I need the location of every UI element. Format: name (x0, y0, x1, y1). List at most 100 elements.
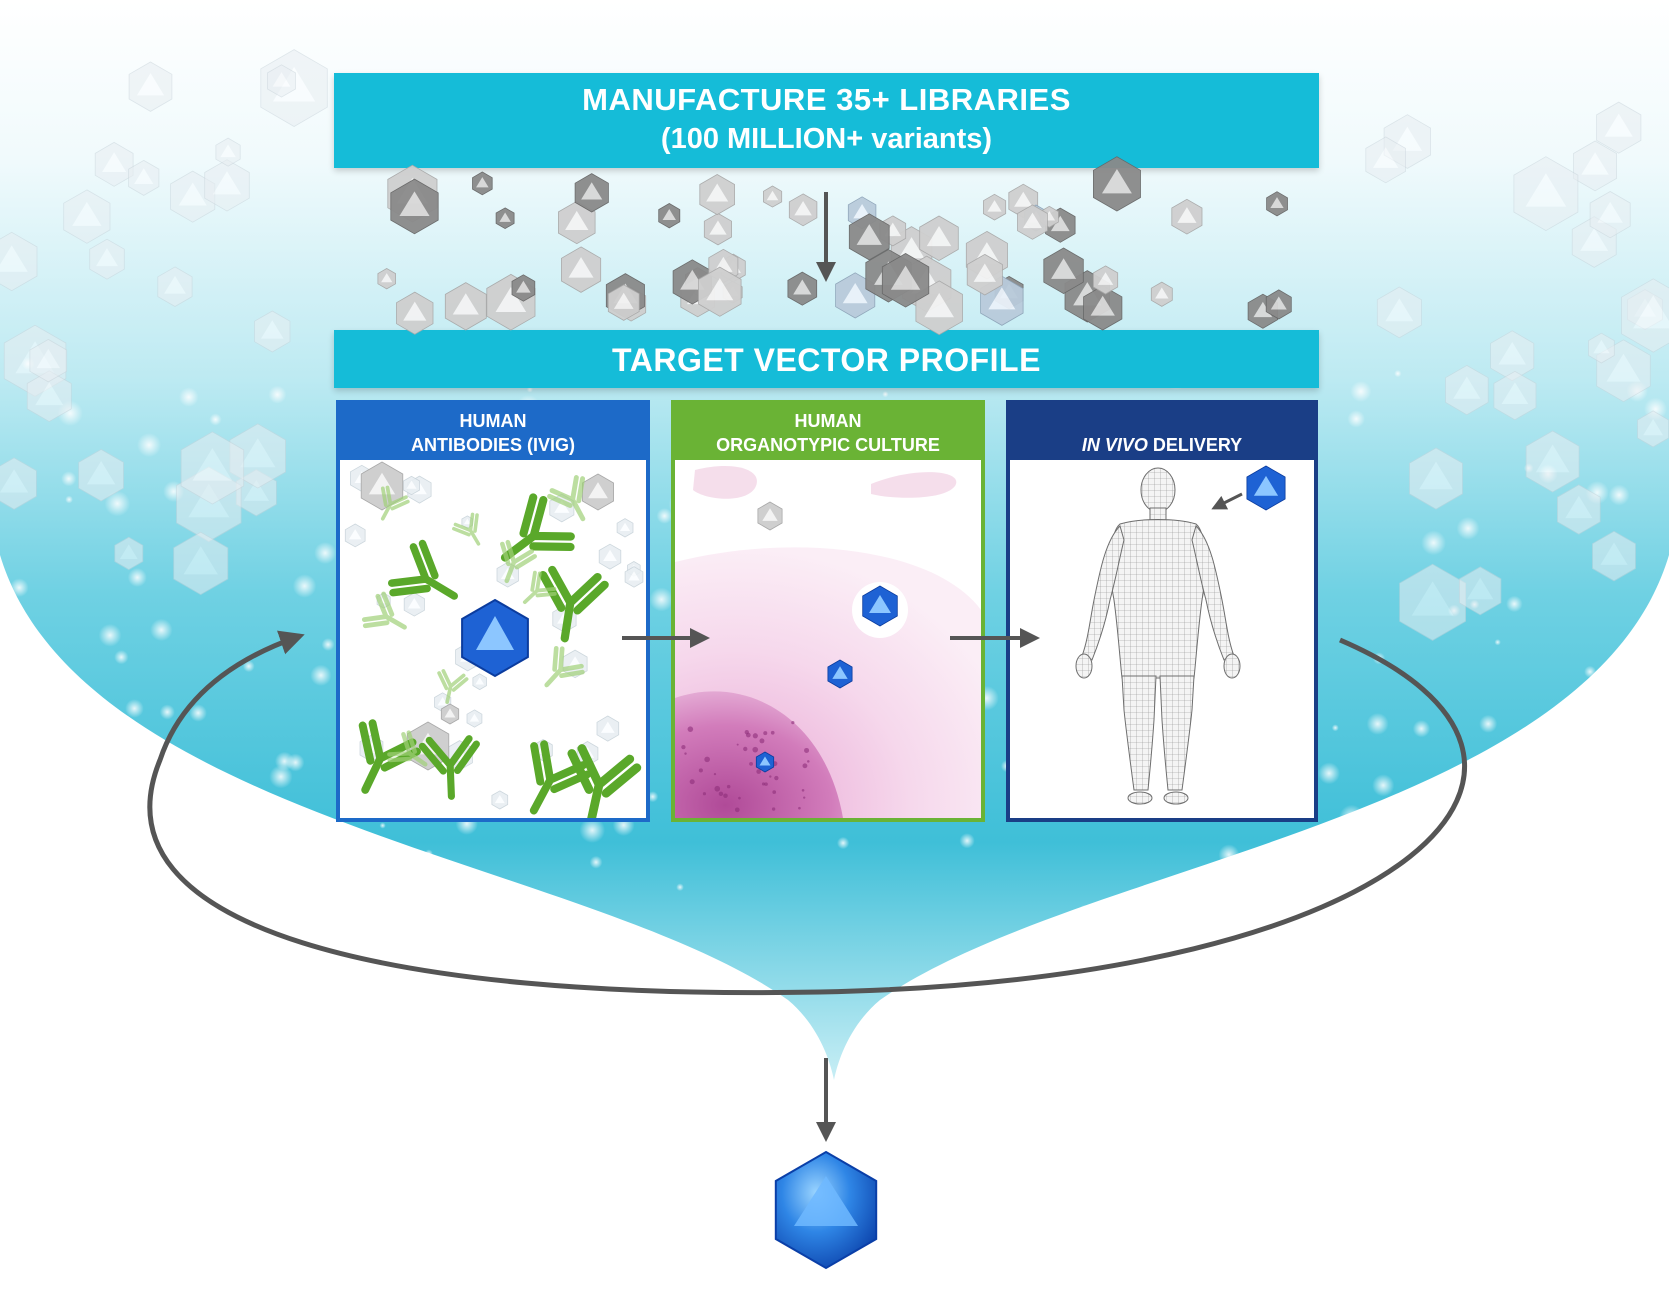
human-body-illustration (1075, 465, 1286, 805)
bokeh-speck (159, 704, 175, 720)
bokeh-speck (189, 704, 207, 722)
nucleus-dot (714, 785, 721, 792)
panel-invivo-header: IN VIVO DELIVERY (1010, 404, 1314, 460)
background-capsid (180, 431, 245, 505)
bokeh-speck (1548, 902, 1567, 921)
bokeh-speck (1479, 714, 1498, 733)
panel-ivig-title-line2: ANTIBODIES (IVIG) (410, 435, 575, 455)
bokeh-speck (125, 699, 144, 718)
nucleus-dot (702, 792, 707, 796)
background-capsid (1365, 136, 1406, 184)
bokeh-speck (98, 623, 122, 647)
panel-in-vivo-delivery: IN VIVO DELIVERY (1006, 400, 1318, 822)
bokeh-speck (509, 944, 526, 960)
background-capsid (128, 159, 160, 196)
bokeh-speck (1608, 484, 1630, 506)
bokeh-speck (433, 937, 452, 956)
ivig-small-capsid (596, 715, 620, 742)
bokeh-speck (44, 908, 68, 932)
nucleus-dot (771, 807, 776, 811)
background-capsid (1399, 563, 1466, 641)
nucleus-dot (749, 761, 753, 766)
bokeh-speck (150, 618, 173, 642)
bokeh-speck (208, 803, 224, 819)
bokeh-speck (512, 960, 521, 969)
bokeh-speck (1078, 904, 1091, 917)
ivig-small-capsid (466, 709, 483, 728)
panel-ivig-header: HUMAN ANTIBODIES (IVIG) (340, 404, 646, 460)
antibody-icon (522, 570, 557, 605)
ivig-small-capsid (472, 673, 487, 691)
bokeh-speck (304, 945, 324, 965)
bokeh-speck (379, 822, 386, 829)
nucleus-dot (752, 746, 759, 753)
background-capsid (1376, 286, 1422, 339)
target-vector-profile-banner: TARGET VECTOR PROFILE (334, 330, 1319, 388)
bokeh-speck (1421, 530, 1446, 556)
background-capsid (94, 141, 134, 187)
bokeh-speck (16, 648, 36, 668)
ivig-small-capsid (344, 523, 366, 548)
panel-organo-title-line1: HUMAN (794, 411, 862, 431)
in-vivo-italic: IN VIVO (1081, 435, 1148, 455)
nucleus-dot (718, 791, 724, 797)
nucleus-dot (744, 730, 749, 735)
panel-ivig-illustration (340, 460, 646, 818)
background-capsid (157, 266, 193, 307)
bokeh-speck (1366, 712, 1389, 735)
antibody-icon (539, 565, 609, 643)
bokeh-speck (53, 790, 64, 800)
nucleus-dot (738, 796, 741, 800)
background-capsid (29, 338, 68, 383)
bokeh-speck (656, 508, 673, 524)
bokeh-speck (280, 859, 297, 876)
nucleus-dot (736, 743, 739, 746)
ivig-small-capsid (403, 475, 420, 496)
panel-invivo-title: IN VIVO DELIVERY (1010, 434, 1314, 456)
background-capsid (114, 536, 144, 571)
nucleus-dot (802, 763, 808, 769)
background-capsid (1445, 364, 1489, 416)
bokeh-speck (268, 385, 287, 404)
panel-organo-header: HUMAN ORGANOTYPIC CULTURE (675, 404, 981, 460)
background-capsid (1596, 101, 1642, 154)
background-capsid (267, 64, 296, 98)
bokeh-speck (1372, 774, 1395, 797)
nucleus-dot (689, 779, 695, 785)
bokeh-speck (1584, 665, 1597, 678)
bokeh-speck (269, 765, 293, 789)
bokeh-speck (398, 904, 422, 928)
bokeh-speck (9, 578, 29, 598)
bokeh-speck (79, 940, 90, 950)
nucleus-dot (759, 738, 765, 744)
bokeh-speck (127, 567, 147, 587)
antibody-icon (500, 539, 537, 584)
background-capsid (1409, 447, 1463, 510)
ivig-small-capsid (403, 592, 425, 617)
nucleus-dot (681, 745, 686, 750)
background-capsids (0, 49, 1669, 641)
banner-profile-title: TARGET VECTOR PROFILE (612, 342, 1041, 378)
background-capsid (26, 370, 72, 423)
bokeh-speck (1331, 724, 1339, 732)
bokeh-speck (1456, 516, 1480, 540)
background-capsid (173, 531, 229, 596)
bokeh-speck (1494, 639, 1501, 646)
nucleus-dot (807, 760, 810, 763)
bokeh-speck (166, 745, 175, 755)
bokeh-speck (1583, 815, 1605, 836)
nucleus-dot (769, 775, 772, 778)
bokeh-speck (1394, 369, 1402, 378)
nucleus-dot (774, 775, 779, 781)
nucleus-dot (764, 782, 768, 786)
bokeh-speck (1218, 844, 1240, 866)
bokeh-speck (242, 660, 255, 673)
bokeh-speck (589, 855, 603, 869)
nucleus-dot (743, 746, 748, 752)
bokeh-speck (209, 413, 222, 426)
bokeh-speck (104, 490, 131, 517)
small-cell-1 (693, 466, 757, 499)
banner-libraries-title: MANUFACTURE 35+ LIBRARIES (582, 82, 1071, 117)
background-capsid (1557, 484, 1601, 535)
